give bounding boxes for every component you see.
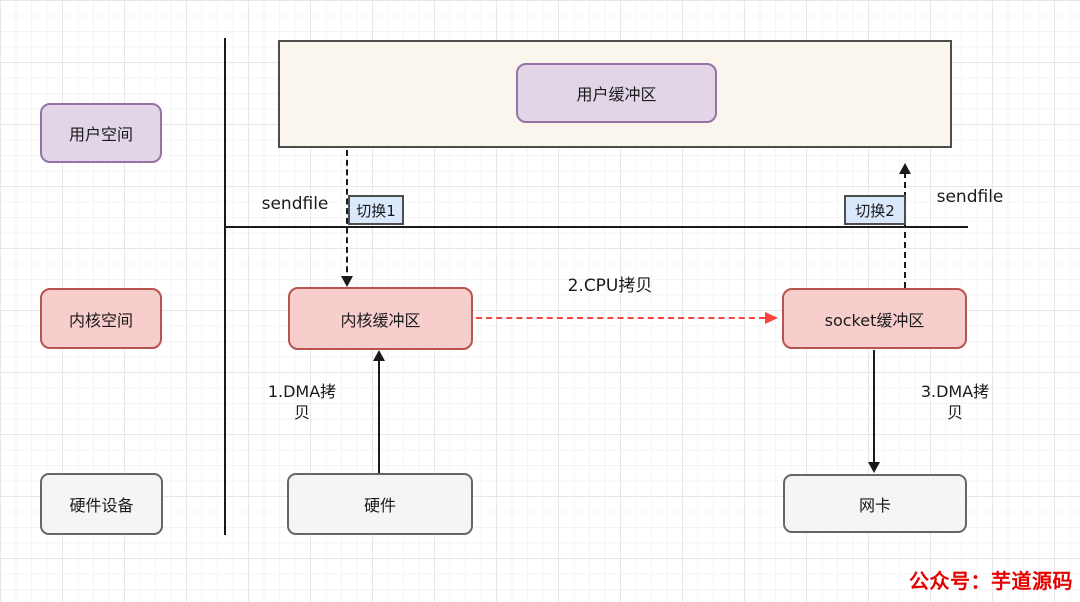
dma-copy-3-arrowhead-down-icon [868,462,880,473]
socket-buffer-label: socket缓冲区 [824,310,925,330]
sendfile-label-right: sendfile [936,187,1004,207]
switch1-arrowhead-down-icon [341,276,353,287]
dma-copy-3-arrow-line [873,350,875,463]
lane-hardware-device-label: 硬件设备 [69,496,134,515]
switch1-node: 切换1 [348,195,404,225]
dma-copy-1-label: 1.DMA拷 贝 [252,381,352,423]
switch1-label: 切换1 [356,201,396,220]
lane-kernel-space: 内核空间 [40,288,162,349]
user-buffer-label: 用户缓冲区 [576,85,657,104]
lane-user-space: 用户空间 [40,103,162,163]
nic-node-label: 网卡 [858,495,891,515]
dma-copy-1-arrowhead-up-icon [373,350,385,361]
switch1-dashed-arrow-line [346,150,348,282]
dma-copy-1-label-line1: 1.DMA拷 [267,382,337,401]
lane-kernel-space-label: 内核空间 [68,310,133,330]
kernel-buffer-label: 内核缓冲区 [340,310,421,330]
cpu-copy-label: 2.CPU拷贝 [567,276,653,296]
cpu-copy-arrow-line [476,317,765,319]
space-boundary-vertical-line [224,38,226,535]
dma-copy-1-label-line2: 贝 [293,403,310,422]
socket-buffer-node: socket缓冲区 [782,288,967,349]
nic-node: 网卡 [783,474,967,533]
switch2-node: 切换2 [844,195,906,225]
watermark-text: 公众号：芋道源码 [909,569,1073,593]
dma-copy-3-label-line1: 3.DMA拷 [920,382,990,401]
switch2-label: 切换2 [855,201,895,220]
user-kernel-boundary-line [225,226,968,228]
cpu-copy-arrowhead-right-icon [765,312,778,324]
switch2-arrowhead-up-icon [899,163,911,174]
dma-copy-1-arrow-line [378,356,380,473]
switch2-dashed-arrow-line [904,172,906,288]
sendfile-label-left: sendfile [261,194,329,214]
lane-hardware-device: 硬件设备 [40,473,163,535]
dma-copy-3-label: 3.DMA拷 贝 [905,381,1005,423]
dma-copy-3-label-line2: 贝 [946,403,963,422]
kernel-buffer-node: 内核缓冲区 [288,287,473,350]
hardware-node: 硬件 [287,473,473,535]
hardware-node-label: 硬件 [363,496,396,515]
user-buffer-node: 用户缓冲区 [516,63,717,123]
lane-user-space-label: 用户空间 [68,125,133,144]
